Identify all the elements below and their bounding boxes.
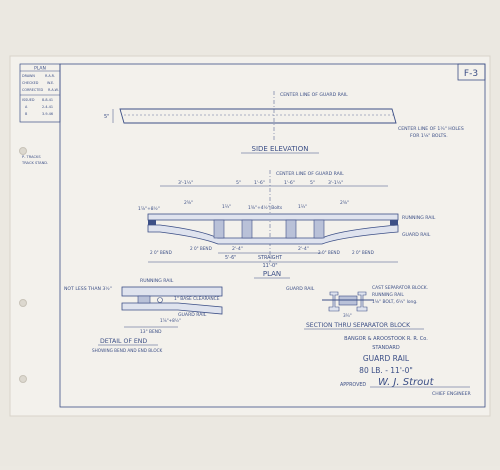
section-bolt-label: 1⅛" BOLT, 6½" long. — [372, 298, 418, 305]
separator-block — [285, 219, 297, 239]
section-cast-block: CAST SEPARATOR BLOCK. — [372, 285, 428, 291]
plan-dim-mid-2: 1⅔" — [222, 204, 231, 210]
plan-dim-2-4-left: 2'-4" — [232, 246, 243, 252]
side-elevation: CENTER LINE OF GUARD RAIL 5" CENTER LINE… — [104, 91, 464, 154]
detail-title: DETAIL OF END — [100, 338, 147, 345]
binder-hole-top — [19, 147, 27, 155]
plan-bend-right-2: 2 0" BEND — [352, 250, 374, 255]
rev-b-date: 3-9-46 — [42, 112, 53, 116]
plan-running-rail-label: RUNNING RAIL — [402, 215, 436, 221]
issued-label: ISSUED — [22, 98, 35, 102]
plan-bend-right: 2 0" BEND — [318, 250, 340, 255]
section-guard-rail-shape — [328, 291, 340, 312]
plan-title: PLAN — [263, 270, 281, 278]
plan-total: 11'-0" — [262, 263, 277, 269]
elevation-centerline-label: CENTER LINE OF GUARD RAIL — [280, 92, 348, 98]
sheet-number: F-3 — [464, 69, 478, 79]
drawing-border — [59, 63, 486, 408]
detail-of-end: NOT LESS THAN 3½" RUNNING RAIL 1" BASE C… — [64, 278, 223, 353]
plan-dim-2-4-right: 2'-4" — [298, 246, 309, 252]
plan-dim-top-1: 3'-1½" — [178, 179, 193, 186]
plan-dim-mid-3: 1⅜"+4½" Bolts — [248, 204, 283, 211]
detail-base-clearance: 1" BASE CLEARANCE — [174, 296, 220, 302]
hole-note-1: CENTER LINE OF 1¼" HOLES — [398, 126, 464, 132]
binder-hole-bottom — [19, 375, 27, 383]
plan-dim-5-6: 5'-6" — [225, 255, 236, 261]
plan-dim-mid-4: 1⅔" — [298, 204, 307, 210]
plan-dim-end: 1⅞"+8½" — [138, 205, 160, 212]
plan-dim-top-5: 5" — [310, 180, 315, 186]
drawn-label: DRAWN — [22, 74, 35, 78]
corrected-label: CORRECTED — [22, 88, 43, 92]
end-block-left — [148, 220, 156, 225]
title-block: PLAN DRAWN R.A.R. CHECKED W.E. CORRECTED… — [19, 63, 61, 123]
plan-dim-top-4: 1'-6" — [284, 180, 295, 186]
detail-subtitle: SHOWING BEND AND END BLOCK — [92, 348, 163, 353]
sheet-number-box — [457, 63, 486, 81]
section-dim: 3¼" — [343, 313, 352, 318]
plan-bend-left: 2 0" BEND — [150, 250, 172, 255]
margin-note-line1: P- TRACKS — [22, 155, 41, 159]
chief-engineer: CHIEF ENGINEER — [432, 391, 472, 397]
plan-dim-mid-5: 2⅝" — [340, 200, 349, 206]
separator-block — [241, 219, 253, 239]
plan-straight-label: STRAIGHT — [258, 255, 282, 261]
section-guard-rail: GUARD RAIL — [286, 286, 315, 292]
hole-note-2: FOR 1⅛" BOLTS. — [410, 133, 448, 139]
plan-dim-mid-1: 2⅝" — [184, 200, 193, 206]
plan-dim-top-2: 5" — [236, 180, 241, 186]
detail-running-rail: RUNNING RAIL — [140, 278, 174, 284]
detail-bolt — [157, 297, 163, 303]
corrected-by: R.A.W. — [48, 88, 59, 92]
plan-dim-top-3: 1'-6" — [254, 180, 265, 186]
plan-guard-rail-label: GUARD RAIL — [402, 232, 431, 238]
section-thru-block: GUARD RAIL CAST SEPARATOR BLOCK. RUNNING… — [286, 285, 428, 330]
plan-centerline-label: CENTER LINE OF GUARD RAIL — [276, 171, 344, 177]
company-name: BANGOR & AROOSTOOK R. R. Co. — [344, 336, 428, 342]
rev-b: B — [25, 112, 28, 116]
company-standard: STANDARD — [372, 345, 400, 351]
checked-label: CHECKED — [22, 81, 39, 85]
plan-running-rail — [147, 213, 399, 221]
end-block-right — [390, 220, 398, 225]
checked-by: W.E. — [47, 81, 54, 85]
company-spec: 80 LB. - 11'-0" — [359, 366, 413, 375]
margin-note-line2: TRACK STAND. — [21, 161, 48, 165]
detail-dim-a: 1⅞"+8½" — [160, 318, 181, 323]
detail-end-block — [137, 295, 151, 304]
detail-guard-rail-shape — [121, 302, 223, 315]
detail-not-less: NOT LESS THAN 3½" — [64, 285, 112, 292]
issued-date: 8-8-41 — [42, 98, 53, 102]
elevation-dim-left: 5" — [104, 114, 109, 120]
side-elevation-title: SIDE ELEVATION — [252, 145, 309, 153]
separator-block — [213, 219, 225, 239]
separator-block — [313, 219, 325, 239]
title-block-header: PLAN — [34, 66, 46, 72]
approved-label: APPROVED — [340, 382, 366, 388]
plan-view: CENTER LINE OF GUARD RAIL 3'-1½" 5" 1'-6… — [138, 170, 436, 279]
section-title: SECTION THRU SEPARATOR BLOCK — [306, 322, 411, 329]
company-item: GUARD RAIL — [363, 354, 410, 363]
detail-bend: 13" BEND — [140, 329, 162, 335]
detail-guard-rail: GUARD RAIL — [178, 312, 207, 318]
drawn-by: R.A.R. — [45, 74, 55, 78]
rev-a: A — [25, 105, 28, 109]
plan-bend-left-2: 2 0" BEND — [190, 246, 212, 251]
rev-a-date: 2-4-41 — [42, 105, 53, 109]
title-block-frame — [19, 63, 61, 123]
detail-running-rail-shape — [121, 286, 223, 297]
signature: W. J. Strout — [378, 377, 435, 388]
plan-guard-rail — [147, 224, 399, 245]
binder-hole-mid — [19, 299, 27, 307]
plan-dim-top-6: 3'-1½" — [328, 179, 343, 186]
section-running-rail-shape — [356, 291, 368, 312]
section-running-rail: RUNNING RAIL — [372, 292, 404, 298]
company-title: BANGOR & AROOSTOOK R. R. Co. STANDARD GU… — [340, 336, 472, 397]
elevation-rail — [119, 108, 397, 124]
